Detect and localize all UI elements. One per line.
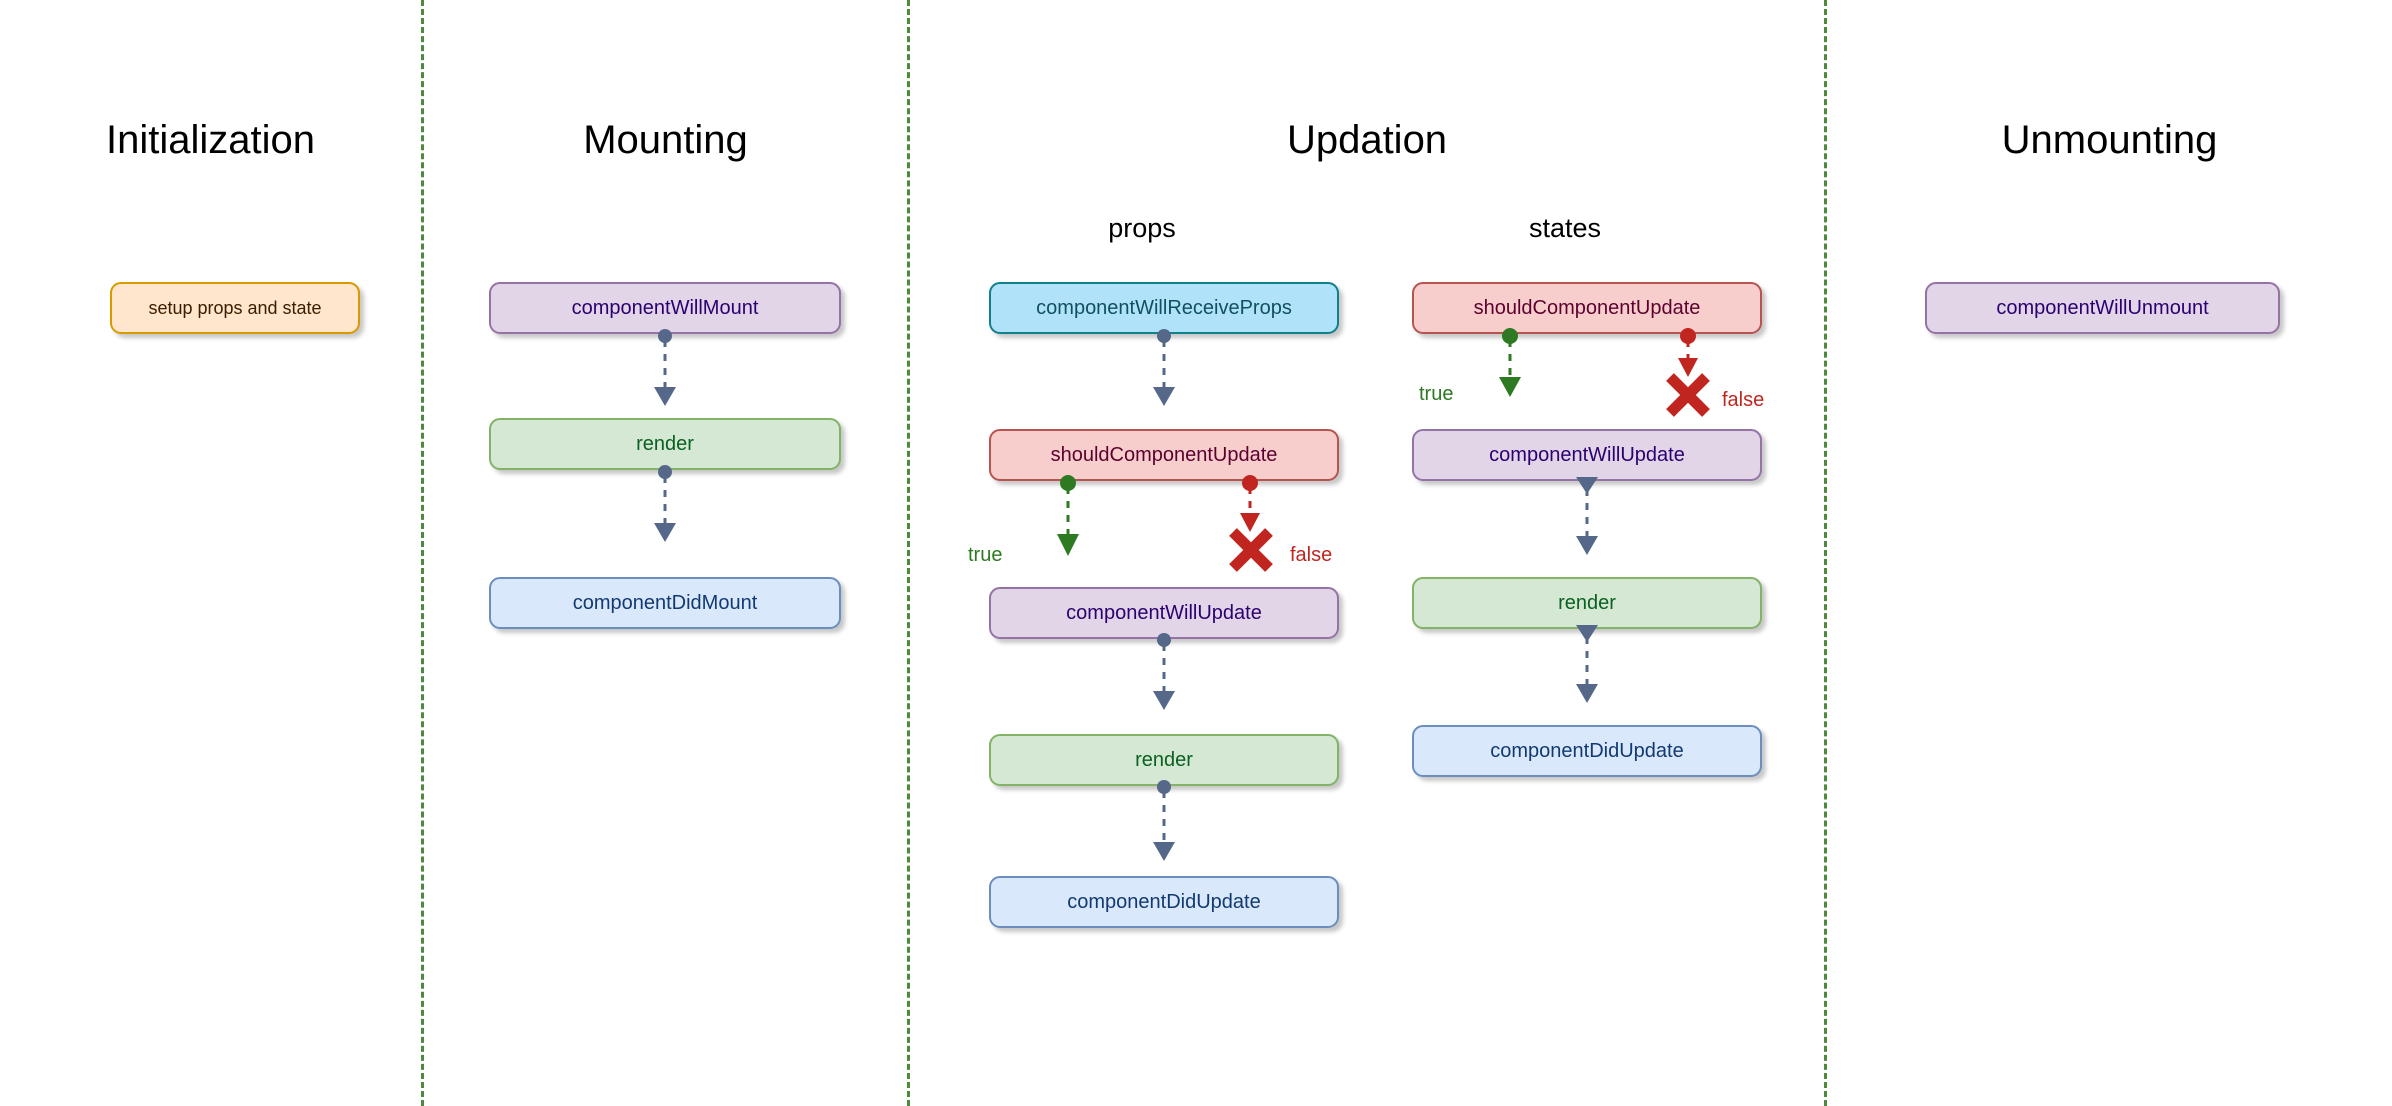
node-states-component-did-update[interactable]: componentDidUpdate	[1412, 725, 1762, 777]
node-props-render[interactable]: render	[989, 734, 1339, 786]
node-states-render[interactable]: render	[1412, 577, 1762, 629]
node-component-will-receive-props[interactable]: componentWillReceiveProps	[989, 282, 1339, 334]
arrowhead-icon-origin	[1576, 477, 1598, 494]
connector-props-render-to-did-update	[1139, 780, 1189, 869]
arrowhead-icon	[1678, 358, 1698, 377]
connector-states-true-branch	[1490, 328, 1530, 409]
connector-props-false-branch	[1230, 475, 1270, 556]
connector-will-mount-to-render	[640, 329, 690, 412]
node-props-component-will-update[interactable]: componentWillUpdate	[989, 587, 1339, 639]
x-mark-icon	[1666, 373, 1710, 417]
branch-label-states-true: true	[1419, 383, 1454, 405]
connector-render-to-did-mount	[640, 465, 690, 548]
connector-states-will-update-to-render	[1562, 477, 1612, 563]
branch-label-props-true: true	[968, 544, 1003, 566]
node-states-component-will-update[interactable]: componentWillUpdate	[1412, 429, 1762, 481]
connector-start-dot	[1157, 780, 1171, 794]
arrowhead-icon	[1576, 536, 1598, 555]
arrowhead-icon	[1499, 377, 1521, 397]
x-mark-icon	[1229, 528, 1273, 572]
arrowhead-icon	[1057, 534, 1079, 556]
connector-start-dot	[1157, 329, 1171, 343]
branch-label-props-false: false	[1290, 544, 1333, 566]
branch-start-dot-true	[1502, 328, 1518, 344]
column-divider-3	[1824, 0, 1827, 1106]
column-title-updation: Updation	[1286, 118, 1448, 162]
connector-props-will-update-to-render	[1139, 633, 1189, 716]
connector-states-render-to-did-update	[1562, 625, 1612, 711]
arrowhead-icon	[1153, 842, 1175, 861]
arrowhead-icon	[654, 523, 676, 542]
column-divider-1	[421, 0, 424, 1106]
branch-start-dot-false	[1242, 475, 1258, 491]
subheading-states: states	[1528, 213, 1602, 243]
branch-label-states-false: false	[1722, 389, 1765, 411]
connector-start-dot	[1157, 633, 1171, 647]
connector-will-receive-props-to-should-update	[1139, 329, 1189, 412]
subheading-props: props	[1108, 213, 1176, 243]
column-title-initialization: Initialization	[105, 118, 315, 162]
arrowhead-icon	[1576, 684, 1598, 703]
branch-start-dot-false	[1680, 328, 1696, 344]
connector-start-dot	[658, 329, 672, 343]
node-component-did-mount[interactable]: componentDidMount	[489, 577, 841, 629]
column-divider-2	[907, 0, 910, 1106]
branch-start-dot-true	[1060, 475, 1076, 491]
arrowhead-icon	[1240, 513, 1260, 532]
node-mount-render[interactable]: render	[489, 418, 841, 470]
arrowhead-icon-origin	[1576, 625, 1598, 642]
node-component-will-mount[interactable]: componentWillMount	[489, 282, 841, 334]
states-false-stop-marker	[1659, 366, 1717, 424]
column-title-unmounting: Unmounting	[2001, 118, 2218, 162]
props-false-stop-marker	[1222, 521, 1280, 579]
connector-states-false-branch	[1668, 328, 1708, 403]
node-setup-props-and-state[interactable]: setup props and state	[110, 282, 360, 334]
arrowhead-icon	[1153, 387, 1175, 406]
node-states-should-component-update[interactable]: shouldComponentUpdate	[1412, 282, 1762, 334]
arrowhead-icon	[1153, 691, 1175, 710]
connector-start-dot	[658, 465, 672, 479]
node-component-will-unmount[interactable]: componentWillUnmount	[1925, 282, 2280, 334]
arrowhead-icon	[654, 387, 676, 406]
node-props-component-did-update[interactable]: componentDidUpdate	[989, 876, 1339, 928]
connector-props-true-branch	[1048, 475, 1088, 562]
column-title-mounting: Mounting	[583, 118, 748, 162]
node-props-should-component-update[interactable]: shouldComponentUpdate	[989, 429, 1339, 481]
